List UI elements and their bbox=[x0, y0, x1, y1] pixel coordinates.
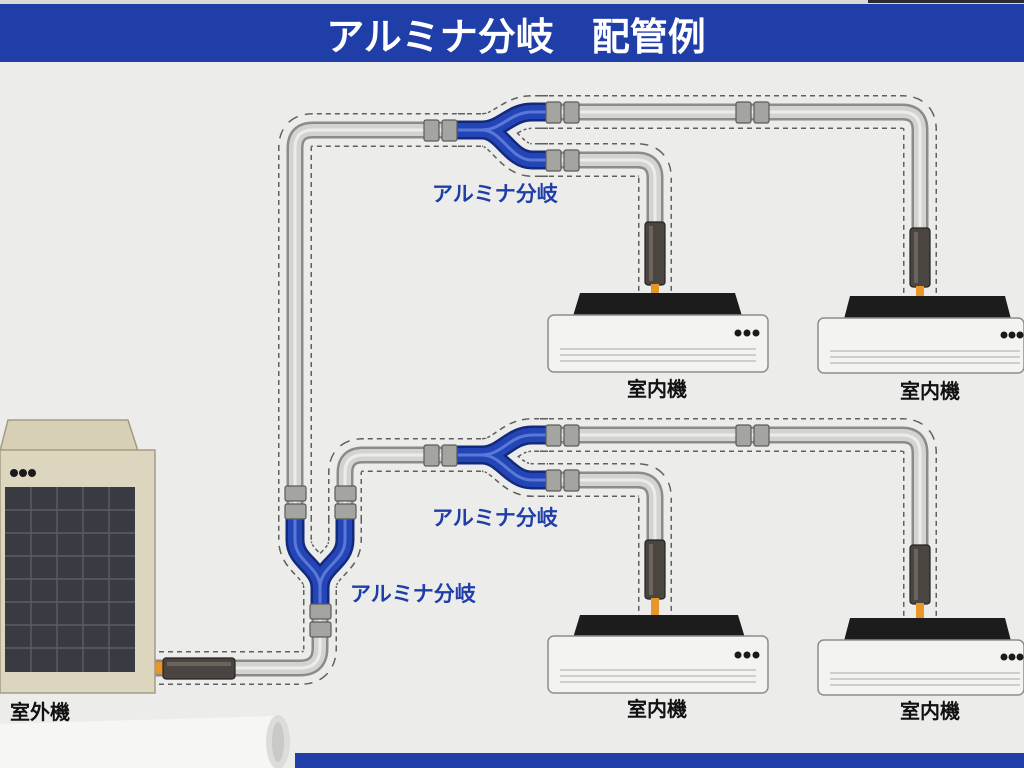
indicator-dot bbox=[743, 329, 751, 337]
pipe-couplers bbox=[284, 101, 770, 638]
coupler bbox=[545, 101, 562, 124]
header-background bbox=[0, 4, 1024, 62]
coupler bbox=[545, 149, 562, 172]
outdoor-unit: 室外機 bbox=[0, 419, 156, 724]
coupler bbox=[334, 503, 357, 520]
indicator-dot bbox=[1016, 653, 1024, 661]
indoor-unit-label: 室内機 bbox=[627, 377, 687, 401]
branch-label-upper: アルミナ分岐 bbox=[432, 182, 559, 206]
connection-sleeve bbox=[909, 544, 931, 605]
coupler bbox=[309, 603, 332, 620]
indoor-unit-upper-right: 室内機 bbox=[817, 296, 1024, 403]
indoor-unit-label: 室内機 bbox=[900, 699, 960, 723]
indoor-unit-body bbox=[547, 635, 769, 694]
page-title: アルミナ分岐 配管例 bbox=[326, 15, 706, 59]
outdoor-unit-top-cap bbox=[0, 419, 140, 452]
indoor-unit-lower-left: 室内機 bbox=[547, 615, 769, 721]
indicator-dot bbox=[1016, 331, 1024, 339]
coupler bbox=[441, 444, 458, 467]
header-bar: アルミナ分岐 配管例 bbox=[0, 4, 1024, 62]
outdoor-unit-label: 室外機 bbox=[10, 700, 70, 724]
indoor-unit-body bbox=[547, 314, 769, 373]
indicator-dot bbox=[19, 469, 27, 477]
refrigerant-stub bbox=[916, 286, 924, 298]
top-edge-dark bbox=[868, 0, 1024, 3]
coupler bbox=[309, 621, 332, 638]
branch-label-lower: アルミナ分岐 bbox=[432, 506, 559, 530]
sleeve-highlight bbox=[649, 544, 653, 595]
sleeve-highlight bbox=[167, 662, 231, 666]
indicator-dot bbox=[743, 651, 751, 659]
connection-sleeve bbox=[644, 221, 666, 286]
coupler bbox=[423, 119, 440, 142]
coupler bbox=[563, 424, 580, 447]
indicator-dot bbox=[1000, 331, 1008, 339]
indoor-unit-upper-left: 室内機 bbox=[547, 293, 769, 401]
indicator-dot bbox=[734, 651, 742, 659]
indoor-unit-body bbox=[817, 317, 1024, 374]
indoor-unit-ceiling-box bbox=[573, 293, 742, 316]
connection-sleeve bbox=[909, 227, 931, 288]
top-edge bbox=[0, 0, 1024, 4]
branch-label-trunk: アルミナ分岐 bbox=[350, 582, 477, 606]
indicator-dot bbox=[734, 329, 742, 337]
sleeve-highlight bbox=[914, 549, 918, 600]
indoor-unit-label: 室内機 bbox=[627, 697, 687, 721]
coupler bbox=[334, 485, 357, 502]
indoor-unit-lower-right: 室内機 bbox=[817, 618, 1024, 723]
refrigerant-stub bbox=[916, 603, 924, 621]
coupler bbox=[545, 424, 562, 447]
coupler bbox=[423, 444, 440, 467]
connection-sleeve bbox=[162, 657, 236, 680]
indicator-dot bbox=[752, 329, 760, 337]
fan-grille-lines bbox=[5, 487, 135, 672]
indicator-dot bbox=[1000, 653, 1008, 661]
coupler bbox=[563, 469, 580, 492]
coupler bbox=[545, 469, 562, 492]
indoor-unit-ceiling-box bbox=[844, 296, 1011, 319]
connection-sleeve bbox=[644, 539, 666, 600]
indoor-unit-ceiling-box bbox=[844, 618, 1011, 641]
indoor-unit-label: 室内機 bbox=[900, 379, 960, 403]
bottom-blue-band bbox=[295, 753, 1024, 768]
indoor-unit-body bbox=[817, 639, 1024, 696]
coupler bbox=[735, 424, 752, 447]
indoor-unit-ceiling-box bbox=[573, 615, 745, 638]
indicator-dot bbox=[28, 469, 36, 477]
unit-connections bbox=[152, 221, 931, 680]
coupler bbox=[735, 101, 752, 124]
coupler bbox=[284, 485, 307, 502]
coupler bbox=[563, 101, 580, 124]
refrigerant-stub bbox=[651, 598, 659, 617]
coupler bbox=[753, 101, 770, 124]
sleeve-highlight bbox=[914, 232, 918, 283]
indicator-dot bbox=[1008, 653, 1016, 661]
coupler bbox=[441, 119, 458, 142]
coupler bbox=[563, 149, 580, 172]
coupler bbox=[284, 503, 307, 520]
indicator-dot bbox=[10, 469, 18, 477]
foreground-roll bbox=[0, 715, 290, 768]
refrigerant-stub bbox=[651, 284, 659, 294]
indicator-dot bbox=[752, 651, 760, 659]
indicator-dot bbox=[1008, 331, 1016, 339]
coupler bbox=[753, 424, 770, 447]
sleeve-highlight bbox=[649, 226, 653, 281]
